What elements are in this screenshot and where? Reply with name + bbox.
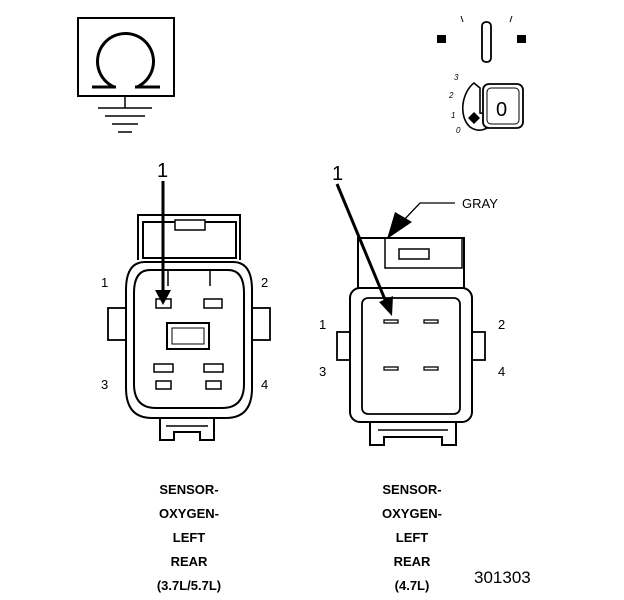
caption-line: (4.7L)	[394, 578, 430, 593]
left-callout-number: 1	[157, 160, 168, 182]
ohmmeter-icon	[77, 17, 175, 97]
right-callout-arrow	[335, 183, 388, 303]
ignition-position-0: 0	[456, 126, 461, 135]
caption-line: LEFT	[172, 530, 206, 545]
gray-leader-line	[401, 202, 455, 223]
caption-line: SENSOR-	[159, 482, 219, 497]
ignition-key-icon	[437, 15, 526, 131]
left-callout-arrowhead	[155, 290, 171, 305]
gray-color-label: GRAY	[462, 196, 498, 211]
left-connector-body	[107, 214, 271, 441]
caption-line: OXYGEN-	[382, 506, 442, 521]
right-pin-1-label: 1	[319, 317, 326, 332]
right-callout-arrowhead	[379, 296, 393, 316]
gray-leader-arrowhead	[387, 212, 412, 239]
right-connector-body	[336, 237, 486, 446]
right-pin-2-label: 2	[498, 317, 505, 332]
right-connector-caption: SENSOR- OXYGEN- LEFT REAR (4.7L)	[342, 478, 482, 598]
left-pin-4-label: 4	[261, 377, 268, 392]
caption-line: REAR	[170, 554, 208, 569]
left-connector-caption: SENSOR- OXYGEN- LEFT REAR (3.7L/5.7L)	[119, 478, 259, 598]
right-callout-number: 1	[332, 163, 343, 185]
left-pin-2-label: 2	[261, 275, 268, 290]
ground-icon	[98, 96, 152, 133]
caption-line: OXYGEN-	[159, 506, 219, 521]
figure-number: 301303	[474, 568, 531, 587]
right-pin-3-label: 3	[319, 364, 326, 379]
left-pin-3-label: 3	[101, 377, 108, 392]
caption-line: REAR	[393, 554, 431, 569]
caption-line: LEFT	[395, 530, 429, 545]
caption-line: SENSOR-	[382, 482, 442, 497]
right-pin-4-label: 4	[498, 364, 505, 379]
caption-line: (3.7L/5.7L)	[156, 578, 222, 593]
key-label: 0	[496, 99, 507, 121]
left-pin-1-label: 1	[101, 275, 108, 290]
ignition-position-2: 2	[448, 91, 454, 100]
ignition-position-1: 1	[451, 111, 455, 120]
ignition-position-3: 3	[454, 73, 459, 82]
